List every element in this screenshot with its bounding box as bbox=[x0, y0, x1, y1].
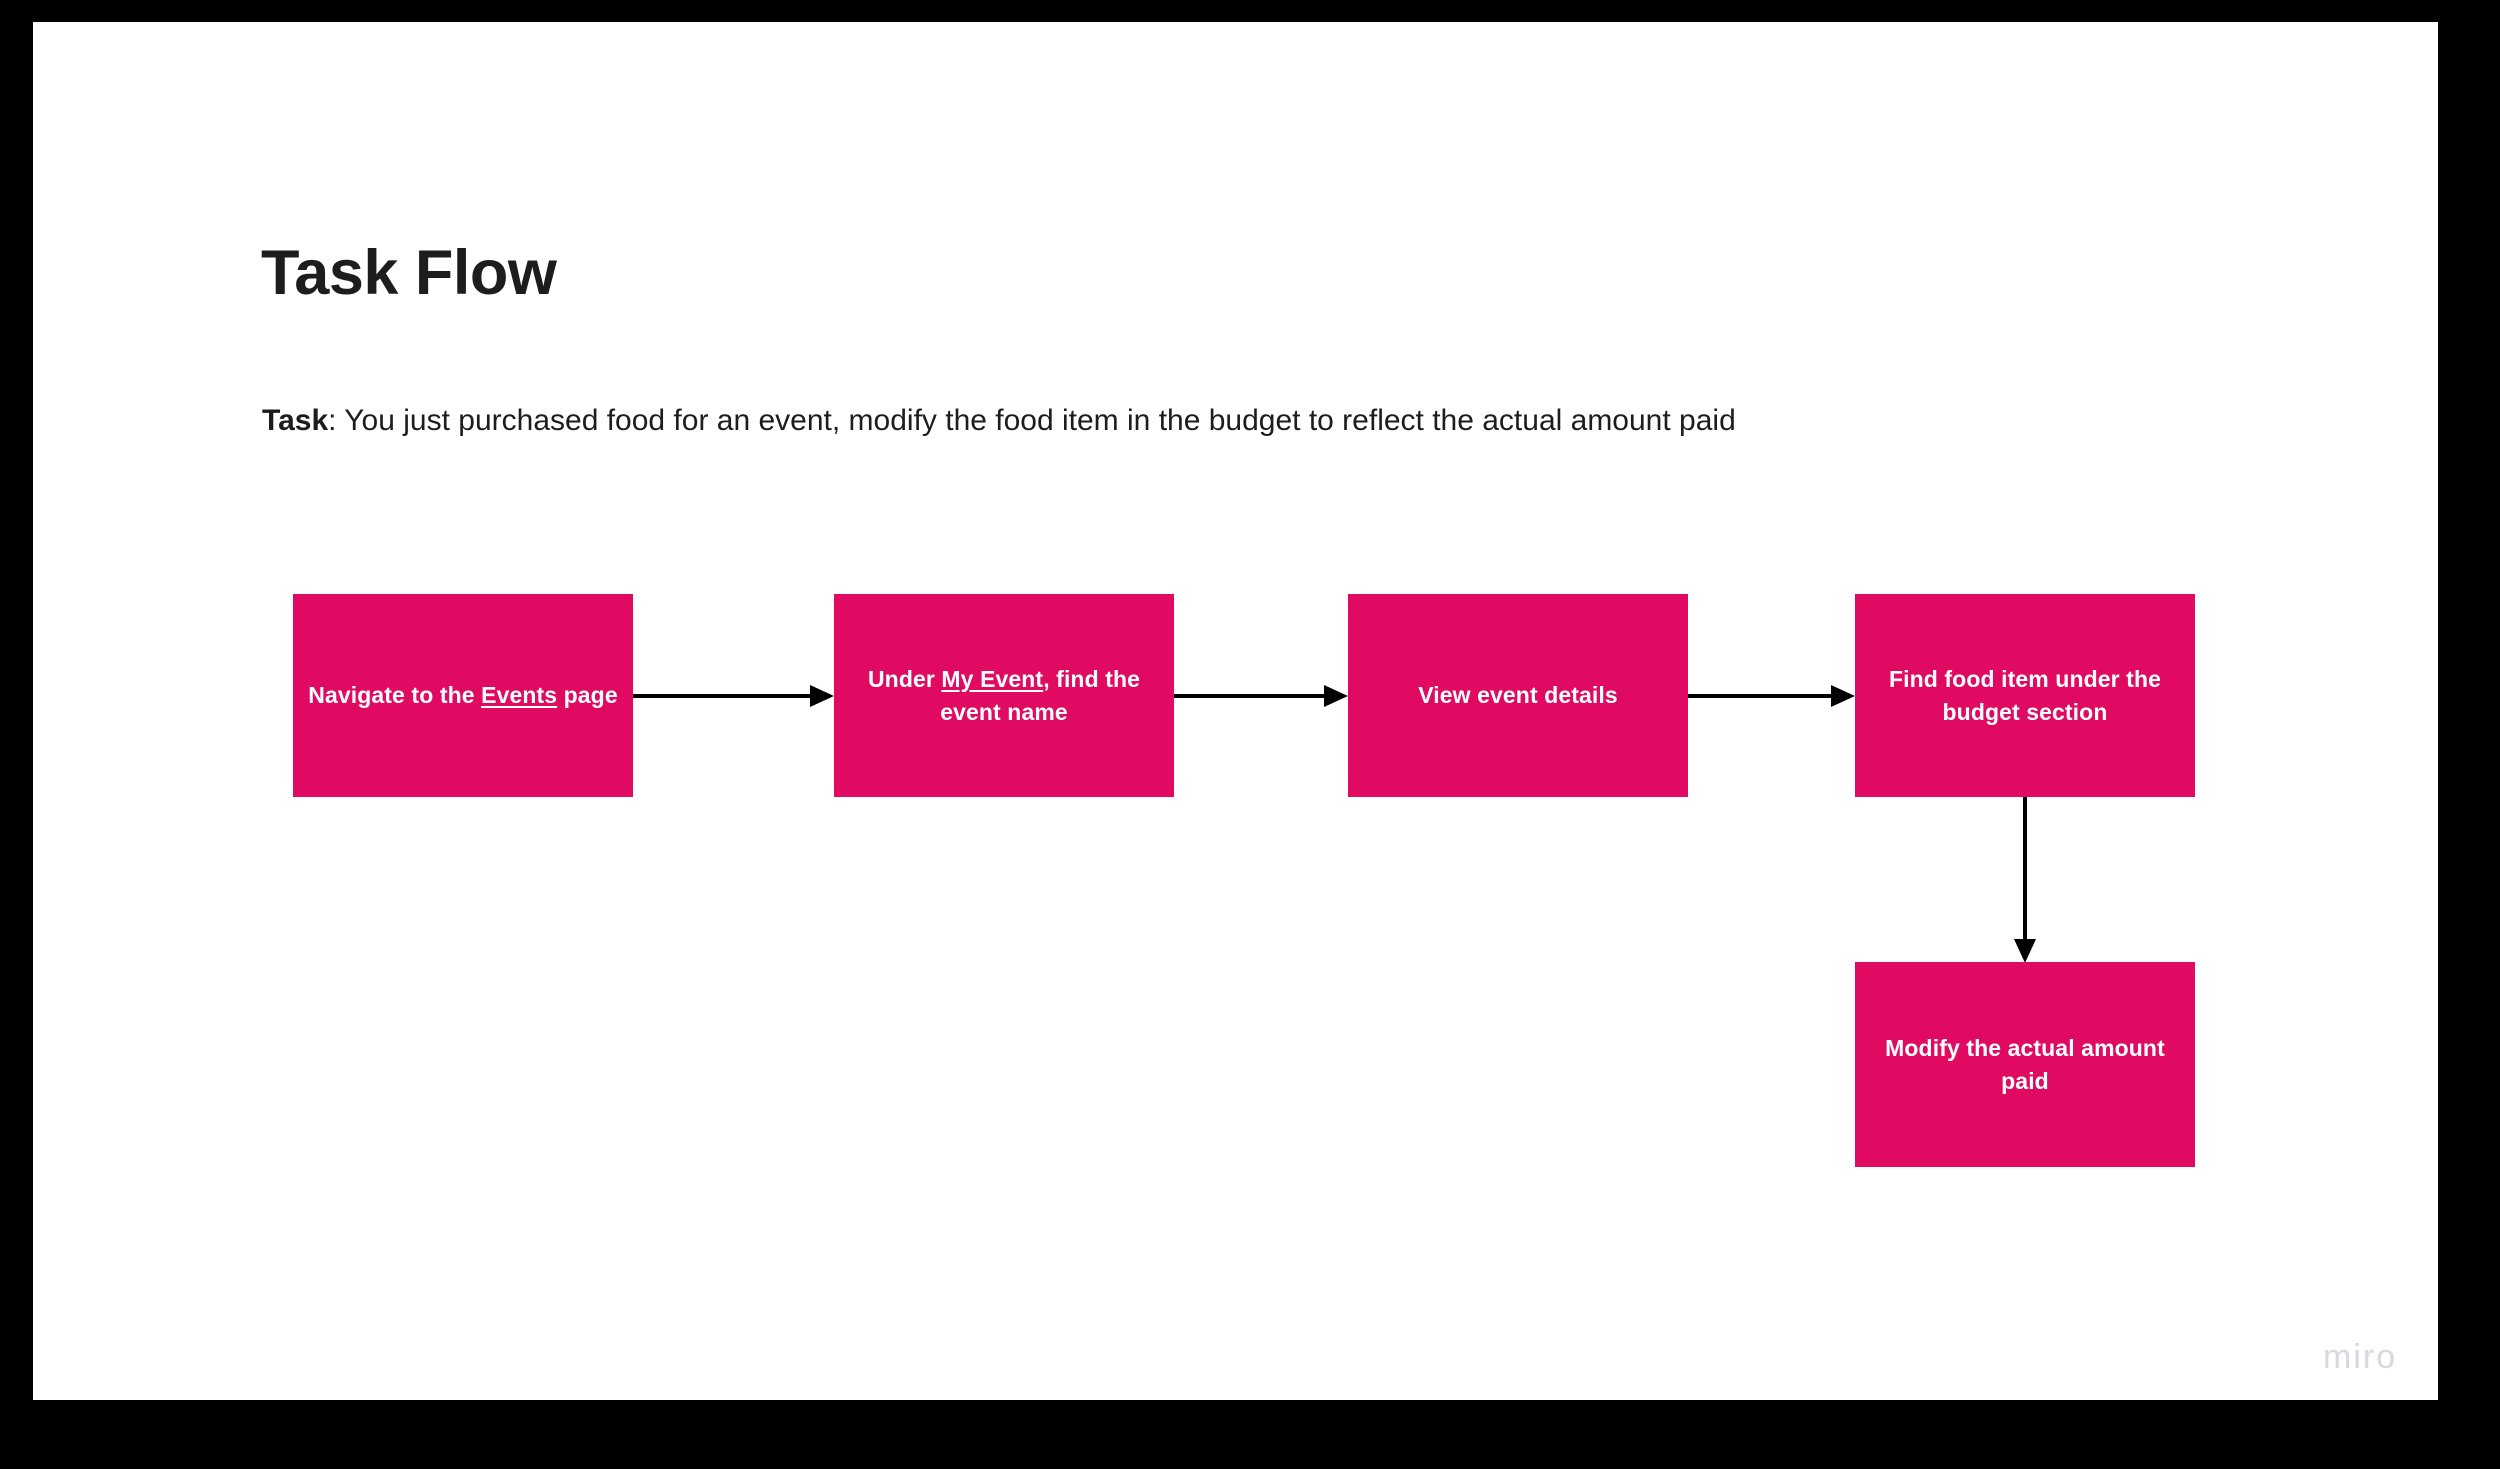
flow-step-5-label: Modify the actual amount paid bbox=[1869, 1032, 2181, 1098]
flow-step-1-label: Navigate to the Events page bbox=[308, 679, 617, 712]
connector-step2-step3 bbox=[1174, 683, 1348, 709]
task-label: Task bbox=[262, 404, 329, 437]
flow-step-5[interactable]: Modify the actual amount paid bbox=[1855, 962, 2195, 1167]
label-text: Under bbox=[867, 665, 942, 692]
label-text: Modify the actual amount paid bbox=[1885, 1034, 2165, 1094]
flow-step-4[interactable]: Find food item under the budget section bbox=[1855, 594, 2195, 797]
emphasized-term: Events bbox=[481, 682, 558, 708]
task-separator: : bbox=[328, 404, 345, 437]
connector-step1-step2 bbox=[633, 683, 834, 709]
connector-step4-step5 bbox=[2008, 797, 2042, 963]
label-text: Navigate to the bbox=[308, 682, 482, 708]
label-text: page bbox=[557, 682, 618, 708]
label-text: , find the event name bbox=[940, 665, 1141, 725]
connector-step3-step4 bbox=[1688, 683, 1855, 709]
flow-step-2-label: Under My Event, find the event name bbox=[848, 663, 1160, 729]
page-title: Task Flow bbox=[261, 238, 557, 308]
flow-step-3-label: View event details bbox=[1418, 679, 1618, 712]
flow-step-4-label: Find food item under the budget section bbox=[1869, 663, 2181, 729]
task-text: You just purchased food for an event, mo… bbox=[344, 404, 1736, 437]
label-text: Find food item under the budget section bbox=[1889, 665, 2161, 725]
emphasized-term: My Event bbox=[941, 665, 1044, 692]
flow-step-3[interactable]: View event details bbox=[1348, 594, 1688, 797]
flow-step-2[interactable]: Under My Event, find the event name bbox=[834, 594, 1174, 797]
slide-canvas: Task Flow Task: You just purchased food … bbox=[33, 22, 2438, 1400]
miro-watermark: miro bbox=[2323, 1338, 2398, 1376]
flow-step-1[interactable]: Navigate to the Events page bbox=[293, 594, 633, 797]
label-text: View event details bbox=[1418, 682, 1618, 708]
task-description: Task: You just purchased food for an eve… bbox=[262, 395, 1822, 447]
